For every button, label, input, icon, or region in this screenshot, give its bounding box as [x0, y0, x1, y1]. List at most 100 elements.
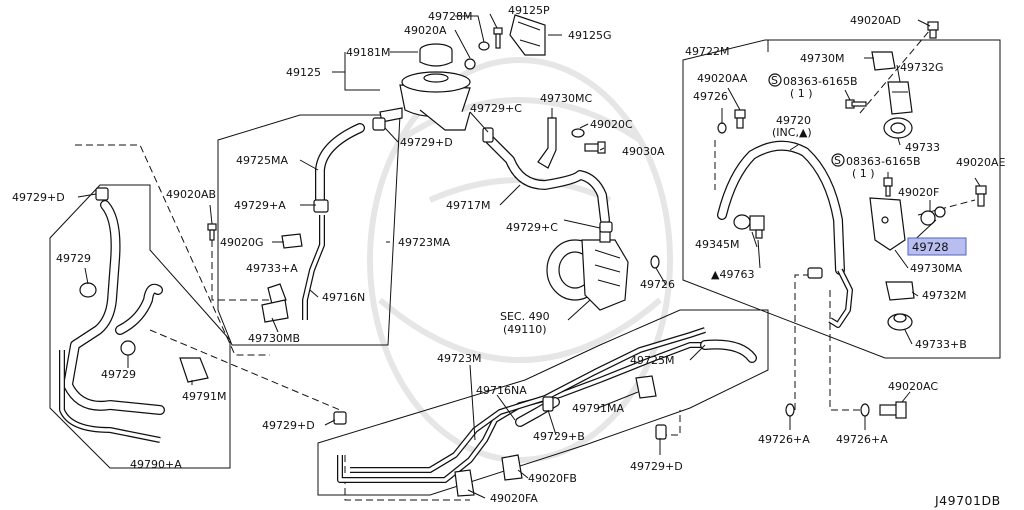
label-49730M[interactable]: 49730M [800, 52, 844, 65]
label-sec-490[interactable]: SEC. 490 [500, 310, 550, 323]
bolt-49030A [584, 141, 606, 154]
label-49716N[interactable]: 49716N [322, 291, 365, 304]
label-49020AA[interactable]: 49020AA [697, 72, 748, 85]
label-49020C[interactable]: 49020C [590, 118, 633, 131]
label-49791M[interactable]: 49791M [182, 390, 226, 403]
label-49020AC[interactable]: 49020AC [888, 380, 938, 393]
label-49726-right[interactable]: 49726 [693, 90, 728, 103]
label-49763[interactable]: ▲49763 [711, 268, 754, 281]
label-49020FA[interactable]: 49020FA [490, 492, 538, 505]
label-49020AD[interactable]: 49020AD [850, 14, 901, 27]
label-49729-a[interactable]: 49729 [56, 252, 91, 265]
label-bolt-08363-6165B-top-qty: ( 1 ) [790, 87, 813, 100]
label-49720-inc: (INC,▲) [772, 126, 812, 139]
reservoir-cap [419, 43, 453, 67]
label-49725MA[interactable]: 49725MA [236, 154, 288, 167]
dashed-leader [660, 410, 681, 436]
label-49729A[interactable]: 49729+A [234, 199, 286, 212]
label-49733B[interactable]: 49733+B [915, 338, 967, 351]
bolt-49020AD [927, 21, 939, 39]
label-49732G[interactable]: 49732G [900, 61, 944, 74]
washer-49726A-1 [785, 403, 795, 417]
clamp-49729C-mid [599, 221, 613, 233]
label-49720[interactable]: 49720 [776, 114, 811, 127]
label-49345M[interactable]: 49345M [695, 238, 739, 251]
pipe-segment [828, 268, 853, 328]
label-49729D-bot[interactable]: 49729+D [630, 460, 683, 473]
clamp-49729B [542, 396, 554, 412]
label-49125P[interactable]: 49125P [508, 4, 550, 17]
label-49729-b[interactable]: 49729 [101, 368, 136, 381]
label-49733A[interactable]: 49733+A [246, 262, 298, 275]
label-49790A[interactable]: 49790+A [130, 458, 182, 471]
diagram-reference-id: J49701DB [934, 493, 1001, 508]
bolt-08363-6165B-top [845, 99, 867, 109]
label-49020F[interactable]: 49020F [898, 186, 939, 199]
clamp-49729D-bot [655, 424, 667, 440]
label-49716NA[interactable]: 49716NA [476, 384, 527, 397]
clamp-49732M [885, 281, 915, 301]
dashed-leader [75, 144, 270, 356]
label-49791MA[interactable]: 49791MA [572, 402, 624, 415]
clip-49733A [267, 283, 287, 305]
washer-49020C [571, 128, 585, 138]
dashed-leader [859, 29, 931, 114]
bracket-49791M [179, 357, 209, 383]
label-49030A[interactable]: 49030A [622, 145, 665, 158]
label-49729B[interactable]: 49729+B [533, 430, 585, 443]
label-49020AE[interactable]: 49020AE [956, 156, 1006, 169]
dashed-leader [149, 329, 341, 411]
bolt-49020AE [975, 185, 987, 207]
clamp-49729D-left [95, 187, 109, 201]
washer-49726-mid [650, 255, 660, 269]
label-49020A[interactable]: 49020A [404, 24, 447, 37]
label-49723M[interactable]: 49723M [437, 352, 481, 365]
clamp-49729-a [79, 282, 97, 298]
label-49732M[interactable]: 49732M [922, 289, 966, 302]
label-49181M[interactable]: 49181M [346, 46, 390, 59]
bolt-49020AC [879, 401, 907, 419]
clamp-49729D-top [372, 117, 386, 131]
part-labels: 49728M 49125P 49020A 49125G 49181M 49125… [12, 4, 1006, 508]
label-49729D-top[interactable]: 49729+D [400, 136, 453, 149]
label-49725M[interactable]: 49725M [630, 354, 674, 367]
bracket-49125G [509, 14, 546, 56]
label-49020FB[interactable]: 49020FB [528, 472, 577, 485]
label-49730MB[interactable]: 49730MB [248, 332, 300, 345]
clamp-49729C-top [482, 127, 494, 143]
label-49728M[interactable]: 49728M [428, 10, 472, 23]
label-49020G[interactable]: 49020G [220, 236, 264, 249]
label-49729C-mid[interactable]: 49729+C [506, 221, 558, 234]
label-49733[interactable]: 49733 [905, 141, 940, 154]
dashed-leader [211, 240, 270, 301]
label-49728[interactable]: 49728 [912, 240, 949, 254]
label-49726A-1[interactable]: 49726+A [758, 433, 810, 446]
label-49723MA[interactable]: 49723MA [398, 236, 450, 249]
label-49726-mid[interactable]: 49726 [640, 278, 675, 291]
label-49717M[interactable]: 49717M [446, 199, 490, 212]
label-bolt-08363-6165B-top[interactable]: 08363-6165B [783, 75, 858, 88]
label-49729D-low[interactable]: 49729+D [262, 419, 315, 432]
label-49729C-top[interactable]: 49729+C [470, 102, 522, 115]
label-49125G[interactable]: 49125G [568, 29, 612, 42]
leader-lines [77, 13, 981, 499]
bracket-49020FA [454, 469, 475, 497]
label-49125[interactable]: 49125 [286, 66, 321, 79]
bracket-49730MC [537, 117, 557, 169]
label-49722M[interactable]: 49722M [685, 45, 729, 58]
label-49726A-2[interactable]: 49726+A [836, 433, 888, 446]
washer-49726A-2 [860, 403, 870, 417]
label-49729D-left[interactable]: 49729+D [12, 191, 65, 204]
highlight-49728[interactable] [907, 237, 967, 256]
washer-49726-right [717, 122, 727, 134]
clamp-49729-b [120, 340, 136, 356]
label-bolt-08363-6165B-mid[interactable]: 08363-6165B [846, 155, 921, 168]
fitting-49345M [733, 214, 765, 239]
reservoir-tank [379, 71, 471, 131]
power-steering-pump [546, 225, 629, 311]
label-sec-490-sub[interactable]: (49110) [503, 323, 547, 336]
label-49020AB[interactable]: 49020AB [166, 188, 216, 201]
bracket-49020FB [501, 454, 523, 481]
label-49730MC[interactable]: 49730MC [540, 92, 592, 105]
label-49730MA[interactable]: 49730MA [910, 262, 962, 275]
